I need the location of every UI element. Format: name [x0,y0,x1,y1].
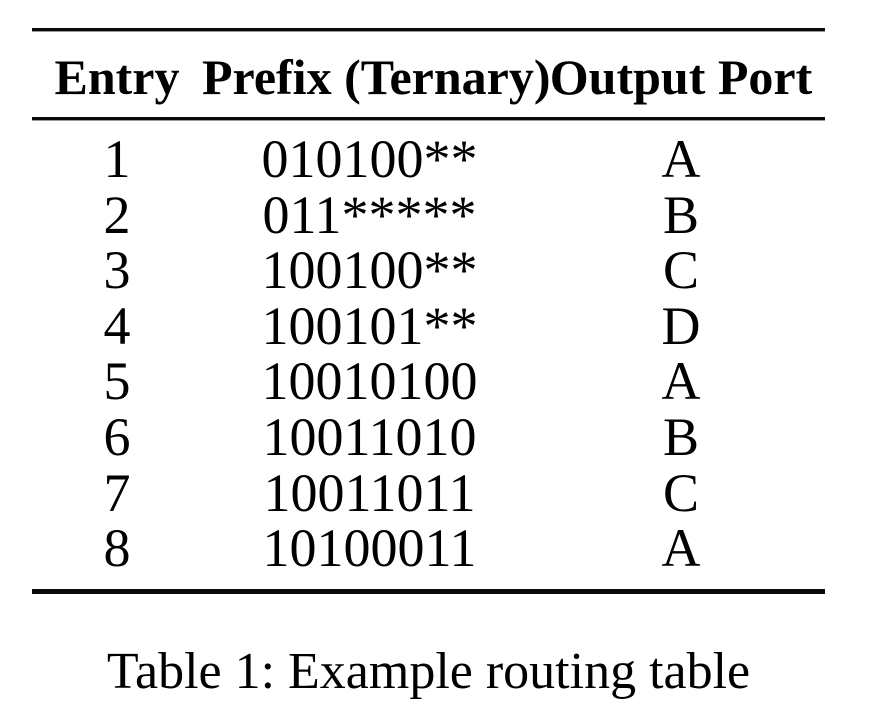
table-cell-prefix: 10100011 [262,518,477,579]
table-caption: Table 1: Example routing table [106,643,751,700]
table-cell-port: D [661,295,701,356]
column-header-prefix-ternary: Prefix (Ternary) [202,49,551,105]
table-cell-entry: 5 [103,351,131,412]
column-header-entry: Entry [54,49,180,105]
table-cell-port: C [662,240,700,301]
table-cell-prefix: 010100** [261,129,478,189]
table-row: 7 10011011 C [32,462,825,523]
table-cell-entry: 6 [103,406,131,467]
table-cell-port: C [662,462,700,523]
table-cell-prefix: 011***** [262,184,477,245]
table-cell-entry: 3 [103,240,131,301]
table-cell-port: A [661,518,701,579]
table-cell-entry: 8 [103,518,131,579]
table-cell-prefix: 100100** [261,240,478,301]
table-row: 3 100100** C [32,239,825,300]
table-cell-port: A [661,129,701,189]
table-cell-entry: 1 [103,129,131,189]
table-row: 5 10010100 A [32,350,825,411]
table-row: 8 10100011 A [32,517,825,578]
column-header-output-port: Output Port [549,49,813,105]
table-cell-entry: 2 [103,184,131,245]
table-cell-port: A [661,351,701,412]
table-cell-prefix: 10011010 [262,406,477,467]
table-cell-entry: 7 [103,462,131,523]
table-cell-port: B [662,184,700,245]
table-cell-port: B [662,406,700,467]
table-header-row: Entry Prefix (Ternary) Output Port [32,35,825,119]
table-cell-prefix: 100101** [261,295,478,356]
table-cell-entry: 4 [103,295,131,356]
table-row: 1 010100** A [32,128,825,189]
table-row: 6 10011010 B [32,406,825,467]
table-bottom-rule [32,589,825,594]
table-body: 1 010100** A 2 011***** B 3 100100** C 4 100101** D… [32,128,825,578]
table-row: 2 011***** B [32,184,825,245]
table-cell-prefix: 10011011 [263,462,476,523]
table-row: 4 100101** D [32,295,825,356]
table-top-rule [32,28,825,32]
table-cell-prefix: 10010100 [261,351,478,412]
table-header-rule [32,117,825,121]
